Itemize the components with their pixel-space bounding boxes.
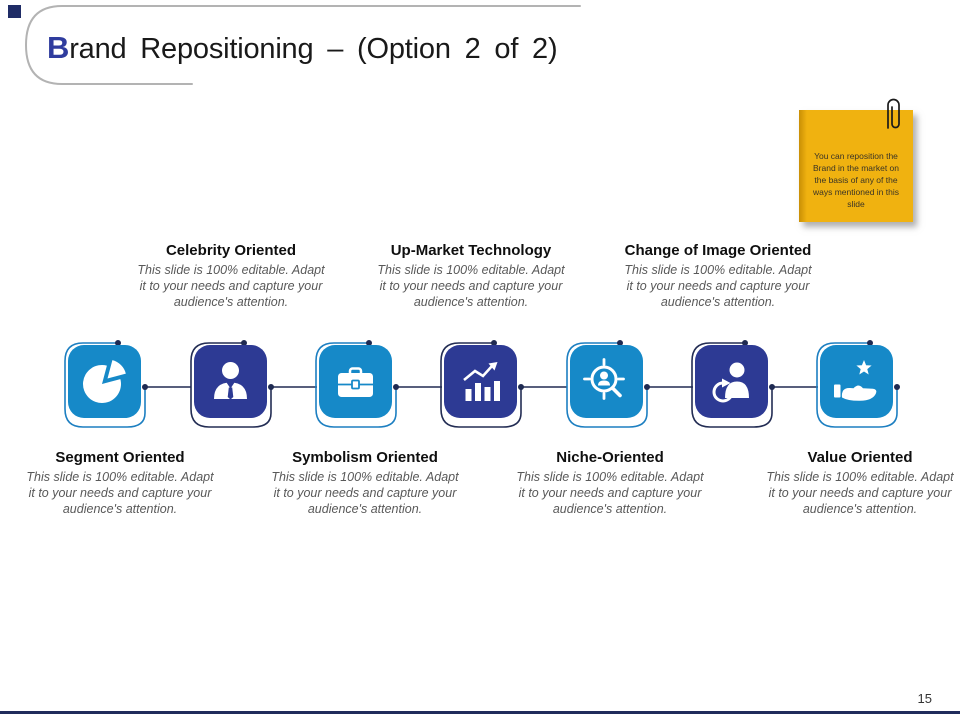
- title-rest: rand Repositioning – (Option 2 of 2): [69, 33, 558, 65]
- step-outline: [440, 342, 522, 428]
- label-title: Value Oriented: [807, 449, 913, 466]
- label-description: This slide is 100% editable. Adapt it to…: [377, 263, 565, 309]
- hand-star-icon: [834, 360, 877, 401]
- label-title: Segment Oriented: [55, 449, 185, 466]
- label-description: This slide is 100% editable. Adapt it to…: [766, 470, 954, 516]
- label-title: Niche-Oriented: [556, 449, 664, 466]
- person-refresh-icon: [712, 362, 749, 403]
- process-step-symbolism: [306, 335, 442, 435]
- step-outline: [566, 342, 648, 428]
- page-title: Brand Repositioning – (Option 2 of 2): [47, 30, 558, 66]
- icon-box: [68, 345, 141, 418]
- process-step-segment: [55, 335, 191, 435]
- label-description: This slide is 100% editable. Adapt it to…: [624, 263, 812, 309]
- sticky-note: You can reposition the Brand in the mark…: [799, 110, 913, 222]
- process-step-niche: [557, 335, 693, 435]
- label-description: This slide is 100% editable. Adapt it to…: [26, 470, 214, 516]
- businessman-icon: [214, 362, 247, 400]
- label-description: This slide is 100% editable. Adapt it to…: [137, 263, 325, 309]
- label-change-image: Change of Image Oriented This slide is 1…: [613, 242, 823, 310]
- label-upmarket: Up-Market Technology This slide is 100% …: [371, 242, 571, 310]
- corner-accent-square: [8, 5, 21, 18]
- label-celebrity: Celebrity Oriented This slide is 100% ed…: [131, 242, 331, 310]
- paperclip-icon: [887, 98, 900, 129]
- process-step-upmarket: [431, 335, 567, 435]
- step-outline: [816, 342, 898, 428]
- step-outline: [315, 342, 397, 428]
- growth-chart-icon: [463, 362, 500, 401]
- sticky-note-text: You can reposition the Brand in the mark…: [813, 151, 899, 210]
- step-outline: [691, 342, 773, 428]
- process-step-celebrity: [181, 335, 317, 435]
- label-title: Change of Image Oriented: [624, 242, 812, 259]
- label-description: This slide is 100% editable. Adapt it to…: [271, 470, 459, 516]
- pie-chart-icon: [83, 360, 126, 404]
- title-arc-decoration: [24, 5, 581, 85]
- label-title: Symbolism Oriented: [292, 449, 438, 466]
- icon-box: [444, 345, 517, 418]
- label-title: Up-Market Technology: [390, 242, 552, 259]
- icon-box: [820, 345, 893, 418]
- label-value: Value Oriented This slide is 100% editab…: [760, 449, 960, 517]
- label-symbolism: Symbolism Oriented This slide is 100% ed…: [265, 449, 465, 517]
- step-outline: [190, 342, 272, 428]
- icon-box: [695, 345, 768, 418]
- label-title: Celebrity Oriented: [165, 242, 297, 259]
- label-niche: Niche-Oriented This slide is 100% editab…: [510, 449, 710, 517]
- step-outline: [64, 342, 146, 428]
- bottom-divider: [0, 711, 960, 714]
- label-segment: Segment Oriented This slide is 100% edit…: [20, 449, 220, 517]
- page-number: 15: [917, 691, 932, 706]
- process-step-change-image: [682, 335, 818, 435]
- title-lead-letter: B: [47, 30, 70, 65]
- label-description: This slide is 100% editable. Adapt it to…: [516, 470, 704, 516]
- audience-search-icon: [583, 358, 625, 400]
- briefcase-icon: [338, 367, 373, 397]
- process-step-value: [807, 335, 907, 435]
- icon-box: [194, 345, 267, 418]
